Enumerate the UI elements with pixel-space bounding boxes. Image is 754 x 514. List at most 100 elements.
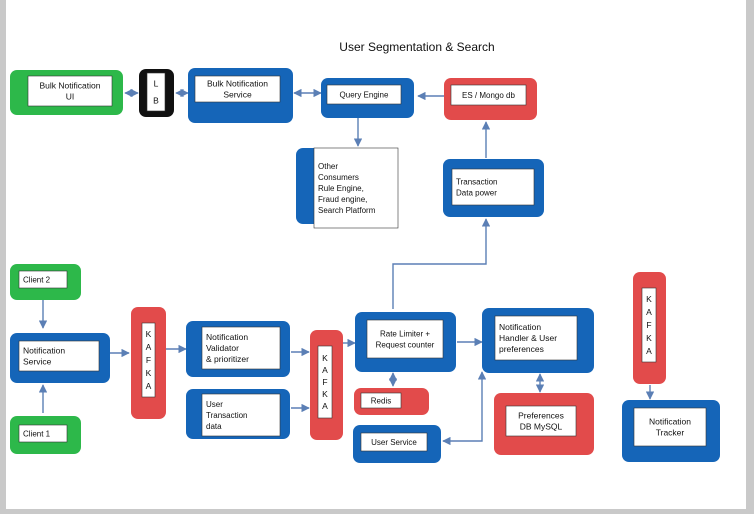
preferences-db-mysql-box-text-0: Preferences xyxy=(518,410,564,420)
redis-box: Redis xyxy=(354,388,429,415)
redis-box-label-panel xyxy=(360,392,402,409)
kafka-2-box-text-1: A xyxy=(322,365,328,375)
kafka-2-box-text-2: F xyxy=(322,377,327,387)
diagram-canvas: User Segmentation & Search Bulk Notifica… xyxy=(6,0,746,509)
transaction-data-power-box-text-0: Transaction xyxy=(456,177,498,186)
preferences-db-mysql-box-text-1: DB MySQL xyxy=(520,421,563,431)
notification-service-box-label-panel xyxy=(18,340,100,372)
load-balancer-box-label-panel xyxy=(146,72,166,112)
client-2-box-label-panel xyxy=(18,270,68,289)
transaction-data-power-box-text-1: Data power xyxy=(456,188,497,197)
client-1-box-label-panel xyxy=(18,424,68,443)
other-consumers-box-text-1: Consumers xyxy=(318,173,359,182)
user-transaction-data-box-text-0: User xyxy=(206,400,223,409)
notification-tracker-box-text-1: Tracker xyxy=(656,427,685,437)
notification-validator-box-label-panel xyxy=(201,326,281,370)
arrow-rate-txn xyxy=(392,218,491,309)
query-engine-box: Query Engine xyxy=(321,78,414,118)
other-consumers-box-text-4: Search Platform xyxy=(318,206,376,215)
kafka-3-box-text-0: K xyxy=(646,294,652,304)
notification-service-box-text-1: Service xyxy=(23,356,52,366)
notification-validator-box-text-1: Validator xyxy=(206,343,239,353)
user-service-box: User Service xyxy=(353,425,441,463)
bulk-notification-ui-box-text-0: Bulk Notification xyxy=(40,80,101,90)
es-mongodb-box-text-0: ES / Mongo db xyxy=(462,91,515,100)
rate-limiter-box-text-1: Request counter xyxy=(376,340,435,349)
es-mongodb-box-label-panel xyxy=(450,84,527,106)
rate-limiter-box-text-0: Rate Limiter + xyxy=(380,329,430,338)
load-balancer-box: LB xyxy=(139,69,174,117)
bulk-notification-service-box-label-panel xyxy=(194,75,281,103)
diagram-title: User Segmentation & Search xyxy=(339,40,494,54)
other-consumers-box-text-3: Fraud engine, xyxy=(318,195,367,204)
notification-handler-box-text-0: Notification xyxy=(499,322,541,332)
connectors xyxy=(38,88,655,446)
kafka-2-box-text-3: K xyxy=(322,389,328,399)
other-consumers-box-text-2: Rule Engine, xyxy=(318,184,364,193)
kafka-3-box-text-2: F xyxy=(646,320,651,330)
client-1-box: Client 1 xyxy=(10,416,81,454)
diagram-svg: User Segmentation & Search Bulk Notifica… xyxy=(10,40,720,463)
kafka-2-box-text-4: A xyxy=(322,401,328,411)
notification-handler-box-text-2: preferences xyxy=(499,344,544,354)
kafka-1-box-label-panel xyxy=(141,322,156,398)
user-transaction-data-box-text-1: Transaction xyxy=(206,411,248,420)
kafka-1-box-text-4: A xyxy=(146,381,152,391)
notification-tracker-box-label-panel xyxy=(633,407,707,447)
user-transaction-data-box-text-2: data xyxy=(206,422,222,431)
arrow-userservice-handler xyxy=(442,371,487,446)
load-balancer-box-text-1: B xyxy=(153,95,159,105)
redis-box-text-0: Redis xyxy=(371,396,391,405)
user-service-box-label-panel xyxy=(360,432,428,452)
bulk-notification-service-box-text-1: Service xyxy=(223,89,252,99)
kafka-2-box-label-panel xyxy=(317,345,333,419)
bulk-notification-ui-box-text-1: UI xyxy=(66,91,75,101)
kafka-1-box-text-1: A xyxy=(146,342,152,352)
other-consumers-box-text-0: Other xyxy=(318,162,338,171)
notification-tracker-box-text-0: Notification xyxy=(649,416,691,426)
kafka-3-box-text-3: K xyxy=(646,333,652,343)
client-2-box: Client 2 xyxy=(10,264,81,300)
kafka-1-box-text-2: F xyxy=(146,355,151,365)
kafka-3-box-label-panel xyxy=(641,287,657,363)
kafka-1-box-text-3: K xyxy=(146,368,152,378)
rate-limiter-box-label-panel xyxy=(366,319,444,359)
kafka-1-box-text-0: K xyxy=(146,329,152,339)
client-2-box-text-0: Client 2 xyxy=(23,275,51,284)
other-consumers-box-label-panel xyxy=(313,147,399,229)
notification-service-box-text-0: Notification xyxy=(23,345,65,355)
rate-limiter-box: Rate Limiter + Request counter xyxy=(355,312,456,372)
notification-handler-box-label-panel xyxy=(494,315,578,361)
kafka-3-box-text-4: A xyxy=(646,346,652,356)
load-balancer-box-text-0: L xyxy=(154,78,159,88)
notification-validator-box-text-0: Notification xyxy=(206,332,248,342)
query-engine-box-label-panel xyxy=(326,84,402,105)
notification-validator-box-text-2: & prioritizer xyxy=(206,354,249,364)
bulk-notification-ui-box-label-panel xyxy=(27,75,113,107)
transaction-data-power-box-label-panel xyxy=(451,168,535,206)
bulk-notification-service-box-text-0: Bulk Notification xyxy=(207,78,268,88)
kafka-2-box-text-0: K xyxy=(322,353,328,363)
user-transaction-data-box-label-panel xyxy=(201,393,281,437)
user-service-box-text-0: User Service xyxy=(371,438,417,447)
es-mongodb-box: ES / Mongo db xyxy=(444,78,537,120)
notification-handler-box-text-1: Handler & User xyxy=(499,333,557,343)
client-1-box-text-0: Client 1 xyxy=(23,429,51,438)
kafka-3-box-text-1: A xyxy=(646,307,652,317)
preferences-db-mysql-box-label-panel xyxy=(505,405,577,437)
query-engine-box-text-0: Query Engine xyxy=(340,90,389,99)
